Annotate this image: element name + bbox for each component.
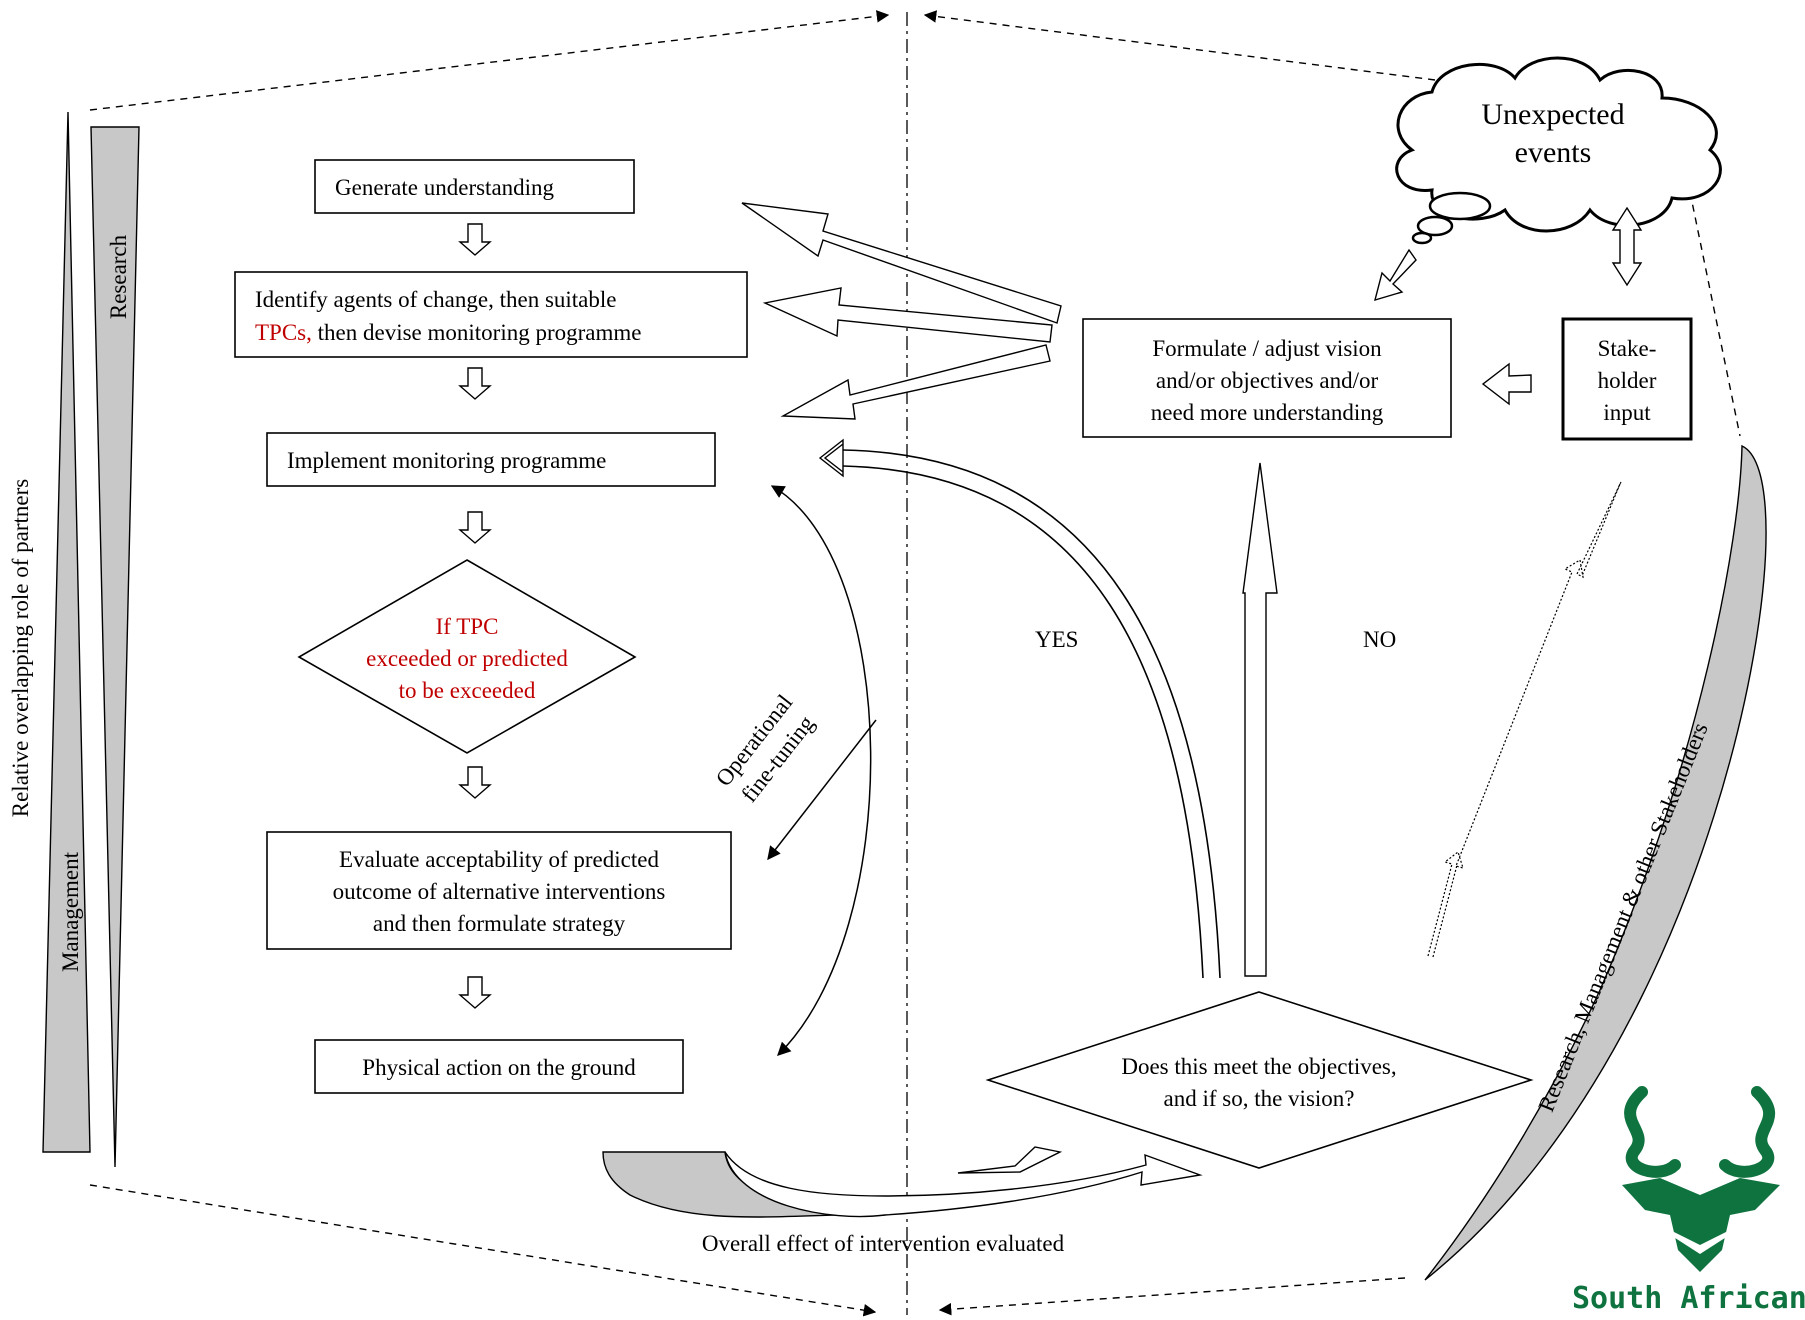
- formulate-box: Formulate / adjust vision and/or objecti…: [1082, 318, 1452, 438]
- stakeholder-line2: holder: [1598, 368, 1657, 393]
- management-wedge: [42, 111, 91, 1153]
- dotted-arrow: [1427, 481, 1622, 958]
- thought-bubble-icon: [1411, 231, 1433, 245]
- stakeholder-box: Stake- holder input: [1561, 317, 1693, 441]
- formulate-line3: need more understanding: [1151, 400, 1384, 425]
- identify-line2-rest: then devise monitoring programme: [312, 320, 642, 345]
- overall-effect-label: Overall effect of intervention evaluated: [702, 1231, 1065, 1256]
- yes-curve-arrow: [818, 438, 1221, 979]
- step-generate-understanding: Generate understanding: [314, 159, 635, 214]
- y-axis-label: Relative overlapping role of partners: [8, 479, 33, 818]
- arrow-to-generate: [741, 202, 1062, 324]
- yes-label: YES: [1035, 627, 1078, 652]
- thought-bubble-icon: [1428, 191, 1492, 221]
- logo: South African: [1572, 1080, 1805, 1320]
- tpc-line2: exceeded or predicted: [366, 646, 568, 671]
- identify-line2: TPCs, then devise monitoring programme: [255, 320, 641, 345]
- management-label: Management: [58, 851, 83, 972]
- tpc-line3: to be exceeded: [399, 678, 536, 703]
- left-wedges: [42, 111, 140, 1168]
- step-physical-action: Physical action on the ground: [314, 1039, 684, 1094]
- objective-decision-diamond: Does this meet the objectives, and if so…: [985, 991, 1534, 1169]
- evaluate-line3: and then formulate strategy: [373, 911, 626, 936]
- kudu-head-icon: [1622, 1178, 1780, 1272]
- down-arrow-icon: [458, 766, 492, 799]
- curve-label: Research, Management & other Stakeholder…: [1533, 719, 1712, 1115]
- feedback-arrows: [741, 202, 1062, 420]
- tpcs-highlight: TPCs,: [255, 320, 312, 345]
- unexpected-line2: events: [1515, 136, 1592, 169]
- research-label: Research: [106, 234, 131, 319]
- arrow-to-implement: [780, 344, 1051, 420]
- physical-action-text: Physical action on the ground: [362, 1055, 636, 1080]
- research-wedge: [90, 126, 140, 1168]
- unexpected-events-cloud: Unexpected events: [1395, 56, 1722, 245]
- down-arrow-icon: [458, 223, 492, 256]
- generate-understanding-text: Generate understanding: [335, 175, 555, 200]
- diagonal-down-arrow-icon: [1374, 248, 1417, 302]
- up-arrow-no-branch: [1242, 462, 1278, 977]
- step-implement-monitoring: Implement monitoring programme: [266, 432, 716, 487]
- no-label: NO: [1363, 627, 1396, 652]
- dashed-envelope: [89, 10, 1741, 1317]
- decision-line2: and if so, the vision?: [1164, 1086, 1355, 1111]
- tpc-decision-diamond: If TPC exceeded or predicted to be excee…: [297, 559, 637, 754]
- identify-line1: Identify agents of change, then suitable: [255, 287, 617, 312]
- evaluate-line2: outcome of alternative interventions: [333, 879, 666, 904]
- down-arrow-icon: [458, 367, 492, 400]
- logo-text: South African: [1572, 1281, 1805, 1316]
- operational-label: Operational fine-tuning: [711, 690, 820, 807]
- implement-text: Implement monitoring programme: [287, 448, 606, 473]
- formulate-line1: Formulate / adjust vision: [1152, 336, 1382, 361]
- down-arrow-icon: [458, 976, 492, 1009]
- cloud-icon: [1395, 56, 1722, 233]
- stakeholder-curve-band: [1424, 444, 1767, 1281]
- evaluate-line1: Evaluate acceptability of predicted: [339, 847, 659, 872]
- decision-line1: Does this meet the objectives,: [1121, 1054, 1396, 1079]
- operational-fine-tuning-arrows: [767, 485, 877, 1056]
- double-arrow-icon: [1611, 206, 1643, 287]
- tpc-line1: If TPC: [436, 614, 499, 639]
- unexpected-line1: Unexpected: [1481, 98, 1624, 131]
- formulate-line2: and/or objectives and/or: [1156, 368, 1379, 393]
- kudu-logo-icon: [1624, 1086, 1776, 1178]
- down-arrow-icon: [458, 511, 492, 544]
- step-identify-agents: Identify agents of change, then suitable…: [234, 271, 748, 358]
- bottom-swoosh: [602, 1146, 1203, 1218]
- arrow-to-identify: [762, 287, 1053, 343]
- thought-bubble-icon: [1416, 215, 1454, 237]
- stakeholder-line3: input: [1603, 400, 1651, 425]
- flow-down-arrows: [458, 223, 492, 1009]
- left-arrow-icon: [1481, 362, 1532, 406]
- stakeholder-line1: Stake-: [1598, 336, 1657, 361]
- step-evaluate-acceptability: Evaluate acceptability of predicted outc…: [266, 831, 732, 950]
